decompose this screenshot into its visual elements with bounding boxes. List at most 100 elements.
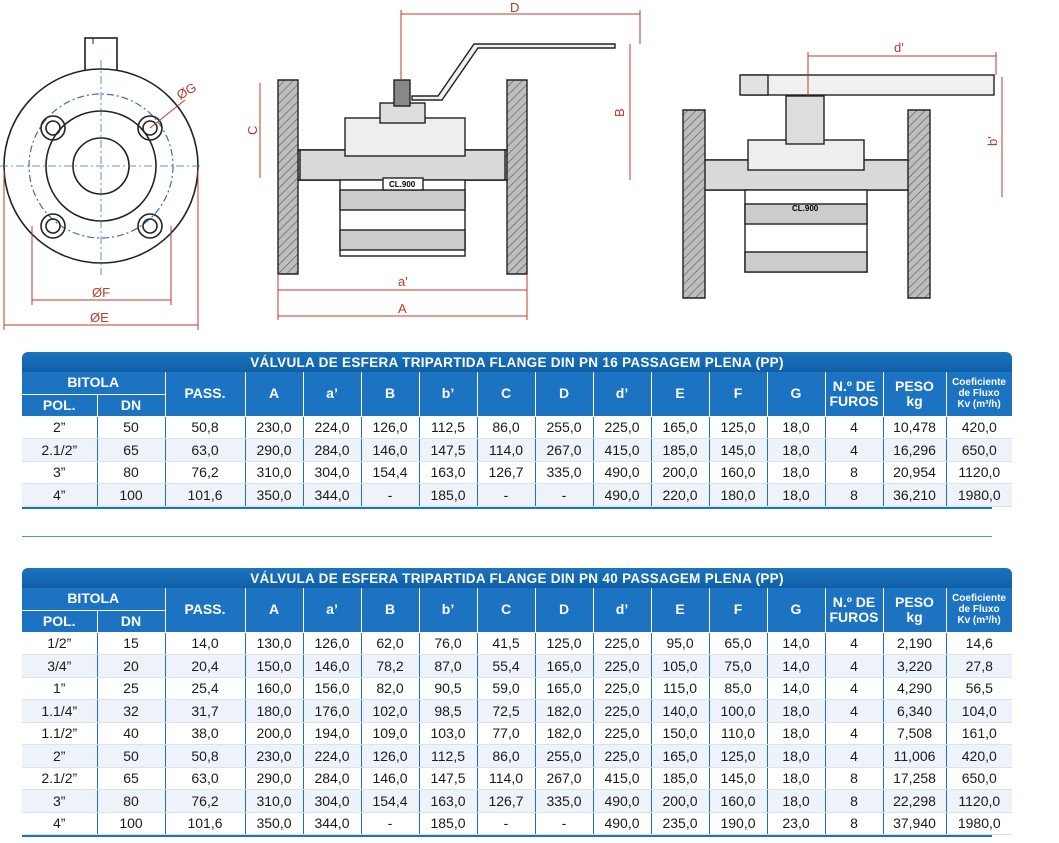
header-c: C xyxy=(477,588,536,633)
table-cell: 224,0 xyxy=(303,416,362,439)
table-cell: 110,0 xyxy=(709,722,768,745)
table-cell: 55,4 xyxy=(477,654,536,678)
table-cell: 146,0 xyxy=(361,438,420,462)
table-cell: 490,0 xyxy=(593,812,652,835)
table-cell: - xyxy=(477,483,536,507)
table-cell: 76,0 xyxy=(419,632,478,655)
header-bitola: BITOLA xyxy=(22,588,166,611)
table-cell: 37,940 xyxy=(883,812,947,835)
table-cell: 2,190 xyxy=(883,632,947,655)
table-cell: 650,0 xyxy=(946,438,1013,462)
table-cell: 310,0 xyxy=(245,789,304,813)
header-dn: DN xyxy=(97,610,166,633)
table-cell: 41,5 xyxy=(477,632,536,655)
table-cell: 20,954 xyxy=(883,461,947,484)
header-peso-line2: kg xyxy=(906,608,923,625)
technical-drawings: ØG ØF ØE CL.900 D B C a' A xyxy=(0,0,1003,330)
table-cell: 50,8 xyxy=(165,744,246,768)
table-cell: 490,0 xyxy=(593,461,652,484)
header-coef-line3: Kv (m³/h) xyxy=(957,615,1001,627)
table-cell: 200,0 xyxy=(245,722,304,745)
table-cell: 1120,0 xyxy=(946,461,1013,484)
section-divider xyxy=(22,536,992,537)
table-cell: 103,0 xyxy=(419,722,478,745)
label-b: B xyxy=(612,108,627,117)
table-cell: 182,0 xyxy=(535,699,594,723)
header-e: E xyxy=(651,372,710,417)
table-cell: 65 xyxy=(97,438,166,462)
table-cell: 304,0 xyxy=(303,461,362,484)
table-cell: 105,0 xyxy=(651,654,710,678)
table-cell: 8 xyxy=(825,461,884,484)
table-cell: 125,0 xyxy=(709,416,768,439)
table-cell: 185,0 xyxy=(419,812,478,835)
table-cell: 1120,0 xyxy=(946,789,1013,813)
table-cell: 165,0 xyxy=(651,416,710,439)
table-cell: - xyxy=(477,812,536,835)
table-cell: 1.1/4” xyxy=(22,699,98,723)
table-cell: 22,298 xyxy=(883,789,947,813)
table-cell: 104,0 xyxy=(946,699,1013,723)
table-cell: 125,0 xyxy=(535,632,594,655)
table-cell: 165,0 xyxy=(651,744,710,768)
label-phi-e: ØE xyxy=(90,310,109,325)
table-cell: 350,0 xyxy=(245,483,304,507)
header-furos-line1: N.º DE xyxy=(832,593,876,610)
header-pass: PASS. xyxy=(165,588,246,633)
table-cell: 220,0 xyxy=(651,483,710,507)
table-cell: 335,0 xyxy=(535,461,594,484)
table-cell: 76,2 xyxy=(165,461,246,484)
table-cell: 200,0 xyxy=(651,789,710,813)
label-a-prime: a' xyxy=(398,274,408,289)
header-furos-line2: FUROS xyxy=(829,608,879,625)
table-cell: 344,0 xyxy=(303,812,362,835)
table-cell: 126,0 xyxy=(361,744,420,768)
table-cell: 224,0 xyxy=(303,744,362,768)
table-cell: - xyxy=(535,483,594,507)
label-body-marking: CL.900 xyxy=(389,180,416,189)
table-cell: 109,0 xyxy=(361,722,420,745)
table-cell: 420,0 xyxy=(946,744,1013,768)
table-cell: 180,0 xyxy=(709,483,768,507)
table-cell: 50,8 xyxy=(165,416,246,439)
header-dn: DN xyxy=(97,394,166,417)
table-cell: 32 xyxy=(97,699,166,723)
table-cell: 1/2” xyxy=(22,632,98,655)
table-cell: 194,0 xyxy=(303,722,362,745)
header-furos-line2: FUROS xyxy=(829,392,879,409)
table-cell: 163,0 xyxy=(419,789,478,813)
table-cell: 101,6 xyxy=(165,483,246,507)
table-cell: 350,0 xyxy=(245,812,304,835)
table-cell: 2.1/2” xyxy=(22,438,98,462)
header-pol: POL. xyxy=(22,610,98,633)
valve-t-handle-section-view xyxy=(682,74,995,299)
header-f: F xyxy=(709,372,768,417)
table-cell: 72,5 xyxy=(477,699,536,723)
valve-side-section-view xyxy=(277,43,616,275)
table-cell: 126,0 xyxy=(361,416,420,439)
table-cell: 27,8 xyxy=(946,654,1013,678)
table-cell: 87,0 xyxy=(419,654,478,678)
flange-front-view xyxy=(0,37,202,275)
table-cell: 2.1/2” xyxy=(22,767,98,790)
table-cell: 112,5 xyxy=(419,416,478,439)
table-cell: 36,210 xyxy=(883,483,947,507)
table-cell: 140,0 xyxy=(651,699,710,723)
table-cell: 176,0 xyxy=(303,699,362,723)
header-coef-line1: Coeficiente xyxy=(952,377,1006,389)
header-d: D xyxy=(535,372,594,417)
table-cell: 415,0 xyxy=(593,767,652,790)
table-cell: 490,0 xyxy=(593,789,652,813)
table-cell: 14,0 xyxy=(767,632,826,655)
table-cell: 1980,0 xyxy=(946,812,1013,835)
table-pn40: VÁLVULA DE ESFERA TRIPARTIDA FLANGE DIN … xyxy=(22,568,1013,837)
